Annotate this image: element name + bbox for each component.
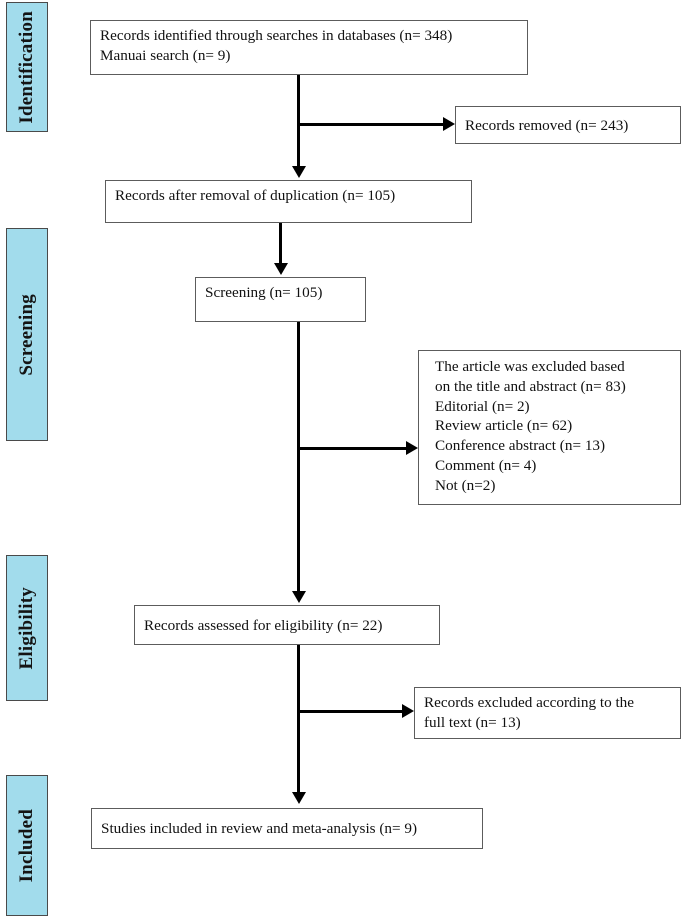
connector-to-records-removed [297,123,443,126]
stage-label-eligibility: Eligibility [16,586,37,670]
box-records-identified-text: Records identified through searches in d… [100,27,453,64]
box-studies-included: Studies included in review and meta-anal… [91,808,483,849]
box-records-assessed-eligibility: Records assessed for eligibility (n= 22) [134,605,440,645]
stage-bar-included: Included [6,775,48,916]
box-excluded-title-abstract: The article was excluded based on the ti… [418,350,681,505]
stage-label-screening: Screening [16,293,37,376]
stage-label-included: Included [16,808,37,883]
stage-bar-screening: Screening [6,228,48,441]
box-excluded-title-abstract-text: The article was excluded based on the ti… [435,358,626,494]
box-screening-text: Screening (n= 105) [205,284,323,301]
box-excluded-full-text: Records excluded according to the full t… [414,687,681,739]
stage-label-identification: Identification [16,10,37,124]
arrowhead-identified-to-duplication [292,166,306,178]
connector-to-excluded-full-text [297,710,403,713]
box-studies-included-text: Studies included in review and meta-anal… [101,820,418,838]
box-records-after-duplication: Records after removal of duplication (n=… [105,180,472,223]
connector-to-excluded-title-abstract [297,447,407,450]
arrowhead-screening-to-eligibility [292,591,306,603]
stage-bar-identification: Identification [6,2,48,132]
box-records-removed: Records removed (n= 243) [455,106,681,144]
connector-identified-to-duplication [297,75,300,168]
arrowhead-eligibility-to-included [292,792,306,804]
connector-duplication-to-screening [279,223,282,265]
arrowhead-to-records-removed [443,117,455,131]
connector-eligibility-to-included [297,645,300,794]
stage-bar-eligibility: Eligibility [6,555,48,701]
box-records-identified: Records identified through searches in d… [90,20,528,75]
arrowhead-to-excluded-full-text [402,704,414,718]
box-records-assessed-eligibility-text: Records assessed for eligibility (n= 22) [144,616,383,634]
connector-screening-to-eligibility [297,322,300,593]
box-records-after-duplication-text: Records after removal of duplication (n=… [115,187,396,204]
arrowhead-to-excluded-title-abstract [406,441,418,455]
box-excluded-full-text-text: Records excluded according to the full t… [424,694,635,731]
arrowhead-duplication-to-screening [274,263,288,275]
box-screening: Screening (n= 105) [195,277,366,322]
box-records-removed-text: Records removed (n= 243) [465,116,629,134]
